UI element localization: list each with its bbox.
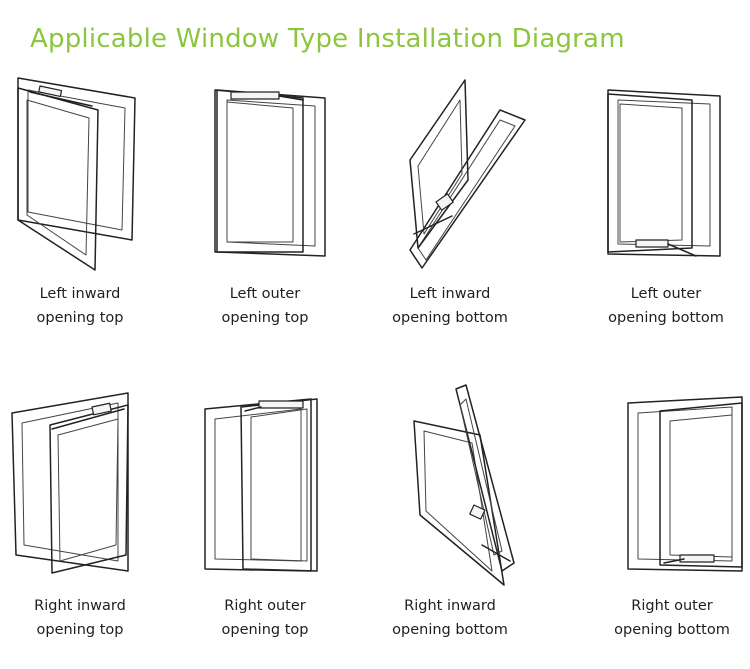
caption-line-2: opening top bbox=[36, 310, 124, 326]
caption-line-1: Left inward bbox=[39, 286, 121, 302]
caption-line-1: Left outer bbox=[229, 286, 301, 302]
caption-line-1: Left inward bbox=[409, 286, 491, 302]
window-drawing-left-outer-top bbox=[214, 89, 326, 257]
window-drawing-left-inward-bottom bbox=[409, 79, 526, 269]
caption-line-2: opening bottom bbox=[392, 622, 508, 638]
caption-line-2: opening top bbox=[221, 310, 309, 326]
caption-line-2: opening top bbox=[36, 622, 124, 638]
window-drawing-left-outer-bottom bbox=[607, 89, 721, 257]
caption-line-1: Right outer bbox=[631, 598, 713, 614]
window-drawing-right-outer-top bbox=[204, 398, 318, 572]
window-drawing-right-inward-bottom bbox=[413, 384, 515, 586]
window-drawing-left-inward-top bbox=[17, 77, 136, 271]
caption-line-1: Right outer bbox=[224, 598, 306, 614]
caption-line-1: Right inward bbox=[404, 598, 496, 614]
caption-line-1: Left outer bbox=[630, 286, 702, 302]
caption-line-2: opening bottom bbox=[608, 310, 724, 326]
window-drawing-right-outer-bottom bbox=[627, 396, 743, 572]
caption-line-2: opening bottom bbox=[392, 310, 508, 326]
diagram-title: Applicable Window Type Installation Diag… bbox=[30, 24, 625, 54]
caption-line-1: Right inward bbox=[34, 598, 126, 614]
caption-line-2: opening bottom bbox=[614, 622, 730, 638]
window-drawing-right-inward-top bbox=[11, 392, 129, 574]
caption-line-2: opening top bbox=[221, 622, 309, 638]
